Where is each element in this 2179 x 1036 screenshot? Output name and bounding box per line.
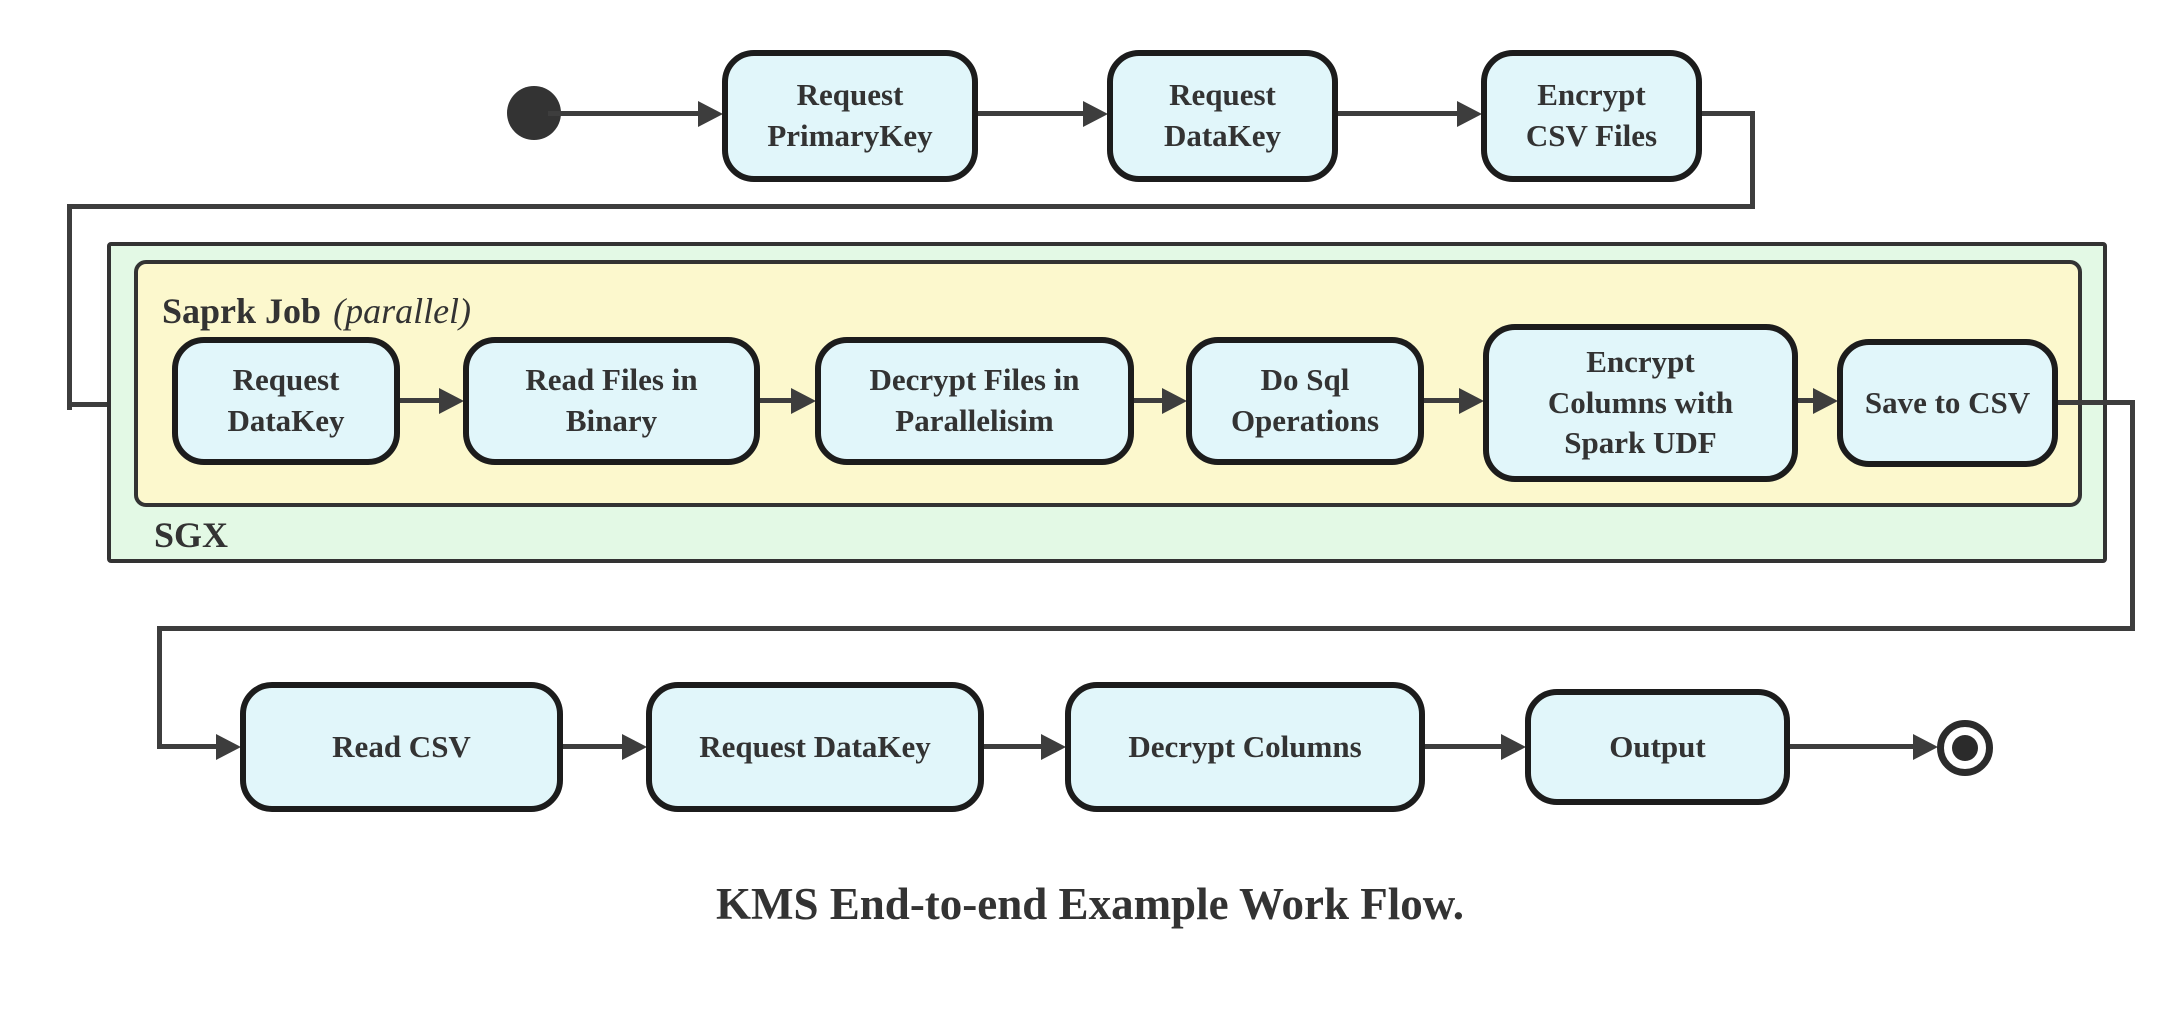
edge-left-down-to-read-csv: [157, 626, 162, 749]
state-label: Request PrimaryKey: [767, 77, 933, 153]
edge-left-down-into-sgx: [67, 204, 72, 410]
state-label: Do Sql Operations: [1230, 362, 1380, 438]
edge-start-to-request-primarykey: [548, 111, 698, 116]
state-label: Decrypt Columns: [1128, 728, 1362, 764]
edge-bottom-2-3: [984, 744, 1041, 749]
edge-sgx-2-3: [760, 398, 791, 403]
edge-primarykey-to-datakey: [978, 111, 1083, 116]
state-decrypt-files-parallelism: Decrypt Files in Parallelisim: [815, 337, 1134, 465]
arrowhead-icon: [1041, 734, 1066, 760]
state-request-datakey-bottom: Request DataKey: [646, 682, 984, 812]
sgx-label: SGX: [154, 515, 229, 555]
edge-bottom-1-2: [563, 744, 622, 749]
state-read-csv: Read CSV: [240, 682, 563, 812]
edge-sgx-4-5: [1424, 398, 1459, 403]
state-label: Read Files in Binary: [525, 362, 698, 438]
state-output: Output: [1525, 689, 1790, 805]
arrowhead-icon: [439, 388, 464, 414]
state-request-primarykey: Request PrimaryKey: [722, 50, 978, 182]
edge-datakey-to-encrypt-csv: [1338, 111, 1457, 116]
state-request-datakey-top: Request DataKey: [1107, 50, 1338, 182]
arrowhead-icon: [1083, 101, 1108, 127]
edge-into-read-csv: [157, 744, 216, 749]
state-decrypt-columns: Decrypt Columns: [1065, 682, 1425, 812]
state-save-to-csv: Save to CSV: [1837, 339, 2058, 467]
state-label: Save to CSV: [1864, 384, 2031, 420]
state-label: Output: [1609, 728, 1706, 764]
edge-sgx-5-6: [1798, 398, 1813, 403]
arrowhead-icon: [1813, 388, 1838, 414]
diagram-caption: KMS End-to-end Example Work Flow.: [716, 879, 1465, 929]
state-label: Request DataKey: [699, 728, 931, 764]
arrowhead-icon: [1457, 101, 1482, 127]
arrowhead-icon: [1162, 388, 1187, 414]
arrowhead-icon: [791, 388, 816, 414]
state-label: Request DataKey: [1163, 77, 1282, 153]
spark-job-label: Saprk Job (parallel): [162, 290, 471, 332]
state-label: Request DataKey: [227, 362, 345, 438]
arrowhead-icon: [698, 101, 723, 127]
spark-job-qualifier: (parallel): [333, 291, 472, 331]
state-read-files-binary: Read Files in Binary: [463, 337, 760, 465]
end-state-circle: [1937, 720, 1993, 776]
state-label: Encrypt CSV Files: [1525, 77, 1658, 153]
edge-bottom-return-across: [157, 626, 2135, 631]
edge-encrypt-csv-down: [1750, 111, 1755, 209]
end-state-dot: [1952, 735, 1978, 761]
edge-bottom-3-4: [1425, 744, 1501, 749]
arrowhead-icon: [216, 734, 241, 760]
state-sgx-request-datakey: Request DataKey: [172, 337, 400, 465]
arrowhead-icon: [1459, 388, 1484, 414]
arrowhead-icon: [1913, 734, 1938, 760]
edge-save-csv-down: [2130, 400, 2135, 630]
state-label: Encrypt Columns with Spark UDF: [1547, 343, 1734, 461]
arrowhead-icon: [622, 734, 647, 760]
state-do-sql-operations: Do Sql Operations: [1186, 337, 1424, 465]
arrowhead-icon: [1501, 734, 1526, 760]
edge-save-csv-exit: [2058, 400, 2135, 405]
state-label: Decrypt Files in Parallelisim: [869, 362, 1080, 438]
edge-sgx-1-2: [400, 398, 439, 403]
edge-top-return-across: [67, 204, 1755, 209]
edge-encrypt-csv-exit: [1702, 111, 1755, 116]
state-encrypt-columns-spark-udf: Encrypt Columns with Spark UDF: [1483, 324, 1798, 482]
edge-sgx-3-4: [1134, 398, 1162, 403]
spark-job-title: Saprk Job: [162, 291, 322, 331]
state-label: Read CSV: [332, 728, 471, 764]
state-encrypt-csv-files: Encrypt CSV Files: [1481, 50, 1702, 182]
edge-output-to-end: [1790, 744, 1913, 749]
